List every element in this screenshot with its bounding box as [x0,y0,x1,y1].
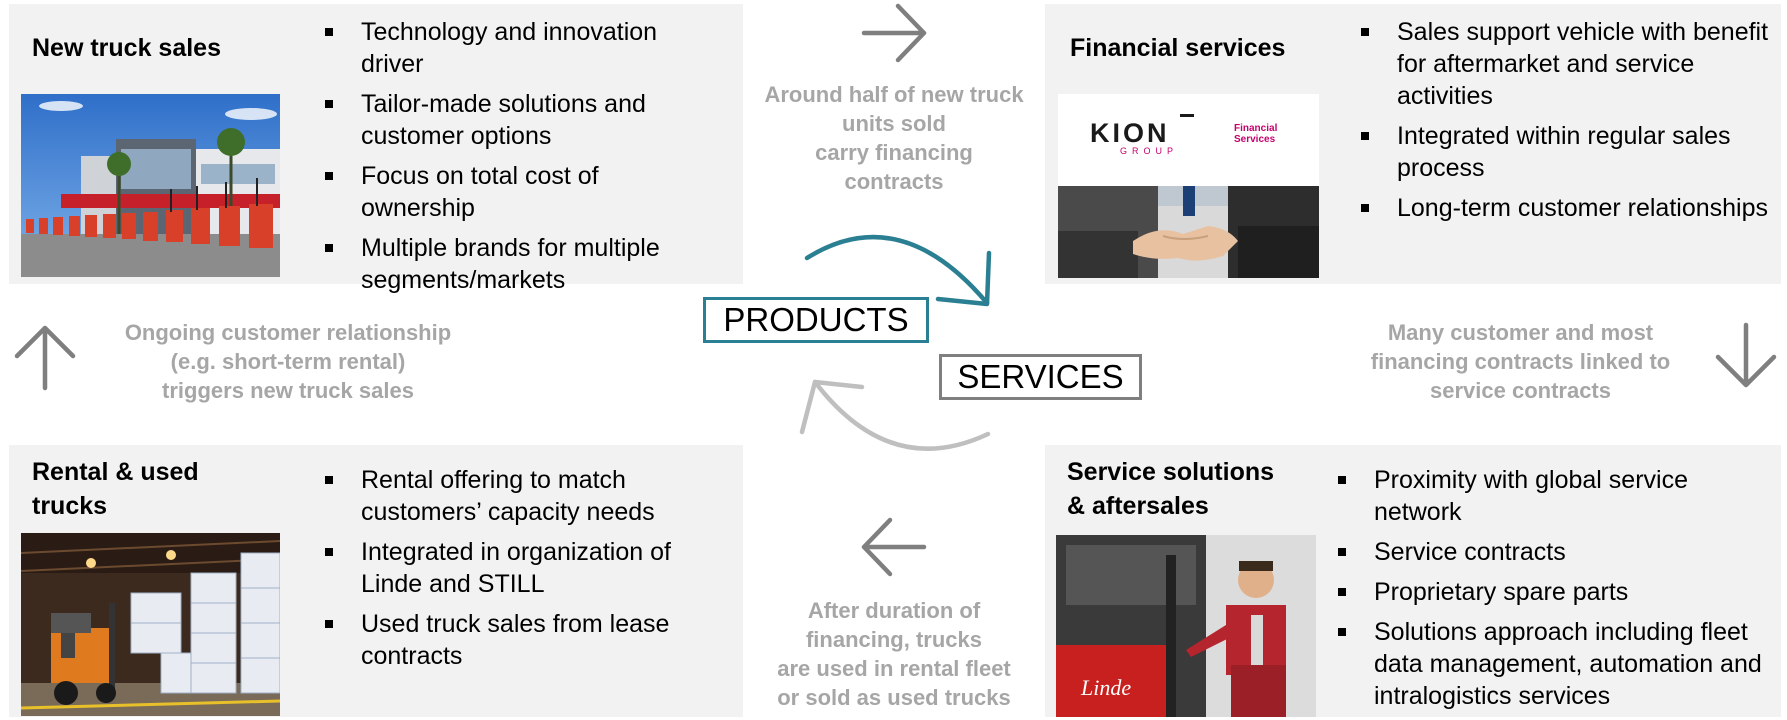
rental-used-trucks-bullets: Rental offering to match customers’ capa… [323,464,713,680]
bullet-item: Long-term customer relationships [1359,192,1769,224]
financial-services-bullets: Sales support vehicle with benefit for a… [1359,16,1769,232]
financial-services-title: Financial services [1070,34,1286,62]
new-truck-sales-bullets: Technology and innovation driver Tailor-… [323,16,713,304]
kion-logo-banner: KION GROUP Financial Services [1058,94,1319,186]
rental-used-trucks-title: Rental & used trucks [32,458,199,520]
new-truck-sales-title: New truck sales [32,34,221,62]
technician-forklift-photo: Linde [1056,535,1316,717]
kion-logo: KION [1090,118,1170,148]
arrow-right-icon [861,3,927,63]
bullet-item: Technology and innovation driver [323,16,713,80]
kion-logo-dash [1180,114,1194,117]
service-aftersales-title: Service solutions & aftersales [1067,458,1275,520]
bullet-item: Proximity with global service network [1336,464,1776,528]
products-label: PRODUCTS [703,297,929,343]
bullet-item: Integrated within regular sales process [1359,120,1769,184]
cycle-arrow-gray-icon [799,379,991,451]
forklift-fleet-photo [21,94,280,277]
cycle-arrow-teal-icon [804,234,992,307]
bullet-item: Service contracts [1336,536,1776,568]
bullet-item: Used truck sales from lease contracts [323,608,713,672]
bullet-item: Multiple brands for multiple segments/ma… [323,232,713,296]
bullet-item: Rental offering to match customers’ capa… [323,464,713,528]
services-label: SERVICES [939,354,1142,400]
financial-services-tag: Financial Services [1234,123,1278,145]
svg-text:Linde: Linde [1080,675,1131,700]
flow-text-bottom: After duration of financing, trucks are … [777,598,1011,710]
service-aftersales-bullets: Proximity with global service network Se… [1336,464,1776,720]
flow-text-top: Around half of new truck units sold carr… [764,82,1024,194]
arrow-down-icon [1715,322,1777,388]
bullet-item: Solutions approach including fleet data … [1336,616,1776,712]
bullet-item: Proprietary spare parts [1336,576,1776,608]
handshake-photo [1058,186,1319,278]
flow-text-left: Ongoing customer relationship (e.g. shor… [124,320,452,403]
arrow-left-icon [861,517,927,577]
bullet-item: Sales support vehicle with benefit for a… [1359,16,1769,112]
bullet-item: Focus on total cost of ownership [323,160,713,224]
arrow-up-icon [14,325,76,391]
bullet-item: Tailor-made solutions and customer optio… [323,88,713,152]
kion-logo-sub: GROUP [1120,146,1179,156]
warehouse-forklift-photo [21,533,280,716]
flow-text-right: Many customer and most financing contrac… [1370,320,1671,403]
bullet-item: Integrated in organization of Linde and … [323,536,713,600]
